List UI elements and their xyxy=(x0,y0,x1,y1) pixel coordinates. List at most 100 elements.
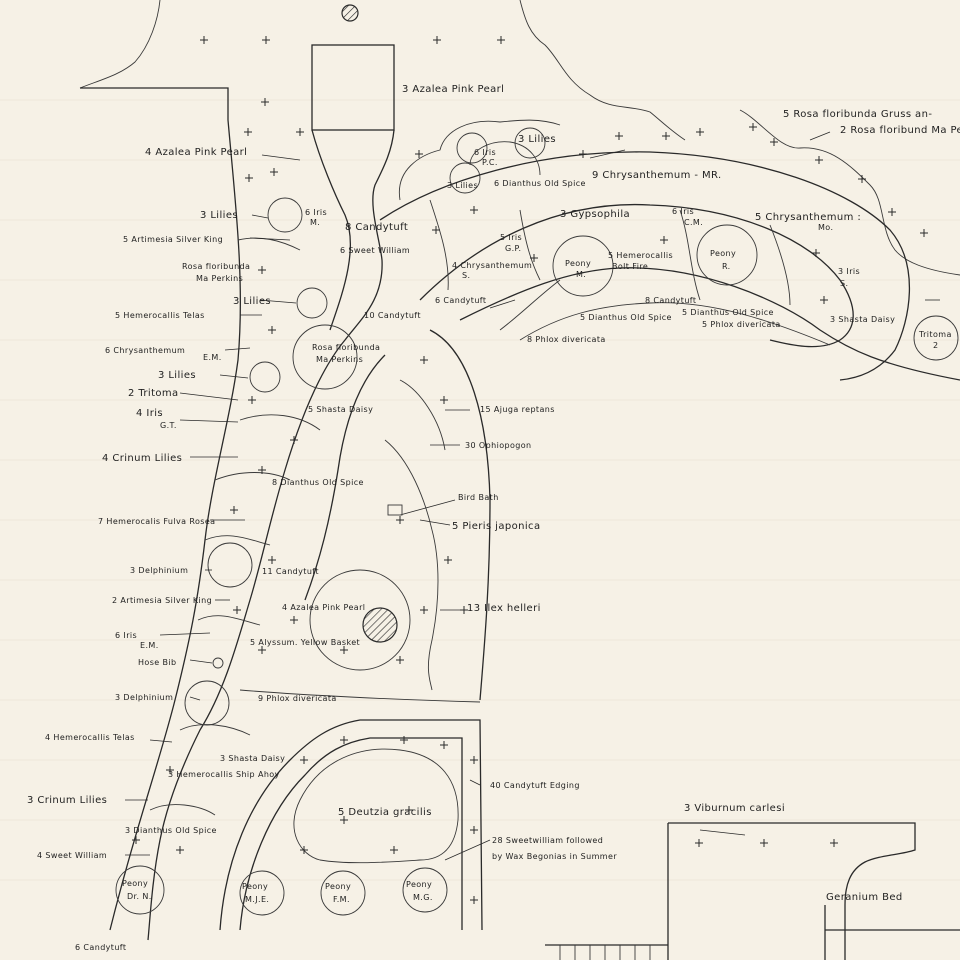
label-delphinium-3b: 3 Delphinium xyxy=(115,693,173,702)
label-candytuft-11: 11 Candytuft xyxy=(262,567,319,576)
label-iris-gt-name: 4 Iris xyxy=(136,408,163,419)
label-candytuft-6-mid: 6 Candytuft xyxy=(435,296,486,305)
label-lilies-left: 3 Lilies xyxy=(200,210,238,221)
label-peony-m-code: M. xyxy=(576,270,586,279)
label-tritoma-2-count: 2 xyxy=(933,341,939,350)
label-shasta-daisy-3: 3 Shasta Daisy xyxy=(830,315,895,324)
label-dianthus-old-spice-5b: 5 Dianthus Old Spice xyxy=(682,308,774,317)
label-iris-em-name: 6 Iris xyxy=(115,631,137,640)
label-gypsophila: 3 Gypsophila xyxy=(560,209,630,220)
label-peony-fm-name: Peony xyxy=(325,882,351,891)
label-candytuft-10: 10 Candytuft xyxy=(364,311,421,320)
label-peony-fm-code: F.M. xyxy=(333,895,350,904)
label-peony-mje-name: Peony xyxy=(242,882,268,891)
bed-divisions xyxy=(149,199,791,816)
label-sweet-william-6: 6 Sweet William xyxy=(340,246,410,255)
label-hemerocallis-telas-5: 5 Hemerocallis Telas xyxy=(115,311,205,320)
label-azalea-pink-pearl-left: 4 Azalea Pink Pearl xyxy=(145,147,247,158)
label-peony-dr-name: Peony xyxy=(122,879,148,888)
label-shasta-daisy-5: 5 Shasta Daisy xyxy=(308,405,373,414)
label-lilies-mid: 3 Lilies xyxy=(233,296,271,307)
label-iris-pc-code: P.C. xyxy=(482,158,498,167)
hatched-tree-top xyxy=(341,4,359,22)
label-iris-s-code: S. xyxy=(840,279,848,288)
label-geranium-bed: Geranium Bed xyxy=(826,892,903,903)
label-iris-m-code: M. xyxy=(310,218,320,227)
label-chrysanthemum-s-code: S. xyxy=(462,271,470,280)
label-ilex-helleri: 13 Ilex helleri xyxy=(467,603,541,614)
label-candytuft-6-bottom: 6 Candytuft xyxy=(75,943,126,952)
deutzia-bed xyxy=(219,719,483,931)
label-iris-gp-name: 5 Iris xyxy=(500,233,522,242)
label-iris-pc-name: 6 Iris xyxy=(474,148,496,157)
label-peony-m-name: Peony xyxy=(565,259,591,268)
label-iris-m-name: 6 Iris xyxy=(305,208,327,217)
label-crinum-lilies-4: 4 Crinum Lilies xyxy=(102,453,182,464)
label-azalea-pink-pearl-4: 4 Azalea Pink Pearl xyxy=(282,603,365,612)
label-bird-bath: Bird Bath xyxy=(458,493,499,502)
label-hemerocalis-fulva-rosea: 7 Hemerocalis Fulva Rosea xyxy=(98,517,215,526)
label-viburnum-carlesi: 3 Viburnum carlesi xyxy=(684,803,785,814)
label-chrysanthemum-em-6: 6 Chrysanthemum xyxy=(105,346,185,355)
label-lilies-lower: 3 Lilies xyxy=(158,370,196,381)
label-delphinium-3a: 3 Delphinium xyxy=(130,566,188,575)
label-rosa-ma-perkins-2: Ma Perkins xyxy=(196,274,243,283)
paper-rules xyxy=(0,99,960,881)
label-chrysanthemum-s-name: 4 Chrysanthemum xyxy=(452,261,532,270)
label-hemerocallis-ship-ahoy: 3 Hemerocallis Ship Ahoy xyxy=(168,770,280,779)
label-crinum-lilies-3: 3 Crinum Lilies xyxy=(27,795,107,806)
label-chrysanthemum-mr: 9 Chrysanthemum - MR. xyxy=(592,170,722,181)
plant-labels: 3 Azalea Pink Pearl 5 Rosa floribunda Gr… xyxy=(27,84,960,952)
label-deutzia-gracilis: 5 Deutzia gracilis xyxy=(338,807,432,818)
label-lilies-top: 3 Lilies xyxy=(518,134,556,145)
label-peony-mg-code: M.G. xyxy=(413,893,433,902)
label-artimesia-2: 2 Artimesia Silver King xyxy=(112,596,212,605)
label-peony-mg-name: Peony xyxy=(406,880,432,889)
label-chrysanthemum-mo-code: Mo. xyxy=(818,223,833,232)
label-candytuft-8-mid: 8 Candytuft xyxy=(645,296,696,305)
label-phlox-divericata-8: 8 Phlox divericata xyxy=(527,335,606,344)
label-peony-r-name: Peony xyxy=(710,249,736,258)
building-walls xyxy=(80,44,960,960)
label-tritoma-2-name: Tritoma xyxy=(918,330,952,339)
label-azalea-pink-pearl-top: 3 Azalea Pink Pearl xyxy=(402,84,504,95)
azalea-hatched-center xyxy=(362,607,398,643)
label-tritoma-2: 2 Tritoma xyxy=(128,388,179,399)
label-iris-gt-code: G.T. xyxy=(160,421,177,430)
label-iris-cm-name: 6 Iris xyxy=(672,207,694,216)
label-iris-em-code: E.M. xyxy=(140,641,159,650)
label-rosa-ma-perkins-1: Rosa floribunda xyxy=(182,262,250,271)
label-iris-gp-code: G.P. xyxy=(505,244,521,253)
label-hemerocallis-bf-1: 5 Hemerocallis xyxy=(608,251,673,260)
label-pieris-japonica: 5 Pieris japonica xyxy=(452,521,540,532)
label-artimesia-5: 5 Artimesia Silver King xyxy=(123,235,223,244)
curved-upper-beds xyxy=(379,141,960,381)
label-phlox-divericata-9: 9 Phlox divericata xyxy=(258,694,337,703)
label-rosa-ma-perkins-3: Rosa floribunda xyxy=(312,343,380,352)
label-hose-bib: Hose Bib xyxy=(138,658,177,667)
label-iris-cm-code: C.M. xyxy=(684,218,703,227)
label-sweet-william-28-2: by Wax Begonias in Summer xyxy=(492,852,617,861)
peony-dr-circle xyxy=(115,865,165,915)
label-rosa-gruss: 5 Rosa floribunda Gruss an- xyxy=(783,109,932,120)
label-dianthus-old-spice-3: 3 Dianthus Old Spice xyxy=(125,826,217,835)
label-phlox-divericata-5: 5 Phlox divericata xyxy=(702,320,781,329)
label-chrysanthemum-mo-name: 5 Chrysanthemum : xyxy=(755,212,861,223)
label-dianthus-old-spice-8: 8 Dianthus Old Spice xyxy=(272,478,364,487)
label-peony-dr-code: Dr. N. xyxy=(127,892,152,901)
label-hemerocallis-bf-2: Bolt Fire xyxy=(612,262,648,271)
label-ajuga-reptans: 15 Ajuga reptans xyxy=(480,405,555,414)
label-rosa-ma-perkins-right: 2 Rosa floribund Ma Pe xyxy=(840,125,960,136)
label-shasta-daisy-3b: 3 Shasta Daisy xyxy=(220,754,285,763)
ajuga-ilex-bed xyxy=(304,329,491,701)
leader-lines xyxy=(125,131,940,861)
label-iris-s-name: 3 Iris xyxy=(838,267,860,276)
label-ophiopogon: 30 Ophiopogon xyxy=(465,441,532,450)
label-alyssum: 5 Alyssum. Yellow Basket xyxy=(250,638,360,647)
label-sweet-william-28-1: 28 Sweetwilliam followed xyxy=(492,836,603,845)
label-dianthus-old-spice-5a: 5 Dianthus Old Spice xyxy=(580,313,672,322)
label-sweet-william-4: 4 Sweet William xyxy=(37,851,107,860)
label-hemerocallis-telas-4: 4 Hemerocallis Telas xyxy=(45,733,135,742)
plant-markers xyxy=(132,36,928,904)
